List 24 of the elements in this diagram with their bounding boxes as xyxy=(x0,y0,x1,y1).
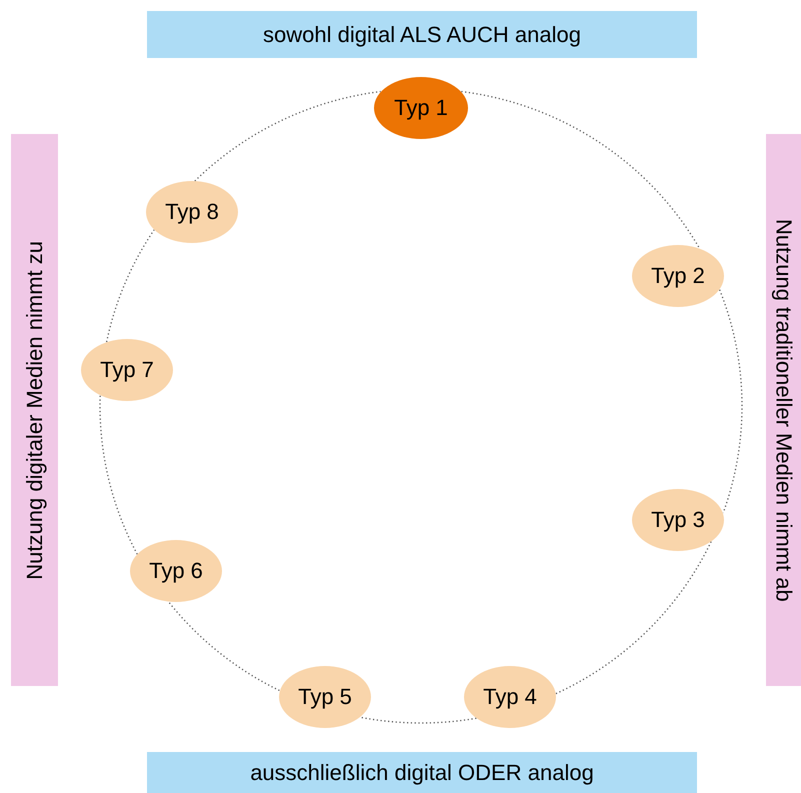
band xyxy=(11,134,58,686)
type-label: Typ 2 xyxy=(651,265,705,287)
type-label: Typ 5 xyxy=(298,686,352,708)
dotted-connector xyxy=(106,230,155,342)
dotted-connector xyxy=(461,90,700,248)
band-label: Nutzung digitaler Medien nimmt zu xyxy=(24,240,46,580)
band-label: Nutzung traditioneller Medien nimmt ab xyxy=(772,218,794,602)
dotted-connector xyxy=(555,541,712,694)
type-label: Typ 6 xyxy=(149,560,203,582)
type-label: Typ 4 xyxy=(483,686,537,708)
type-label: Typ 8 xyxy=(165,201,219,223)
type-label: Typ 7 xyxy=(100,359,154,381)
dotted-connector xyxy=(100,395,138,554)
type-label: Typ 3 xyxy=(651,509,705,531)
band xyxy=(147,752,697,793)
band xyxy=(147,11,697,58)
band-label: ausschließlich digital ODER analog xyxy=(250,762,594,784)
dotted-connector xyxy=(719,290,743,514)
dotted-connector xyxy=(360,716,476,724)
dotted-connector xyxy=(168,602,280,692)
type-label: Typ 1 xyxy=(394,97,448,119)
band xyxy=(766,134,801,686)
band-label: sowohl digital ALS AUCH analog xyxy=(263,24,581,46)
dotted-connector xyxy=(194,90,381,182)
